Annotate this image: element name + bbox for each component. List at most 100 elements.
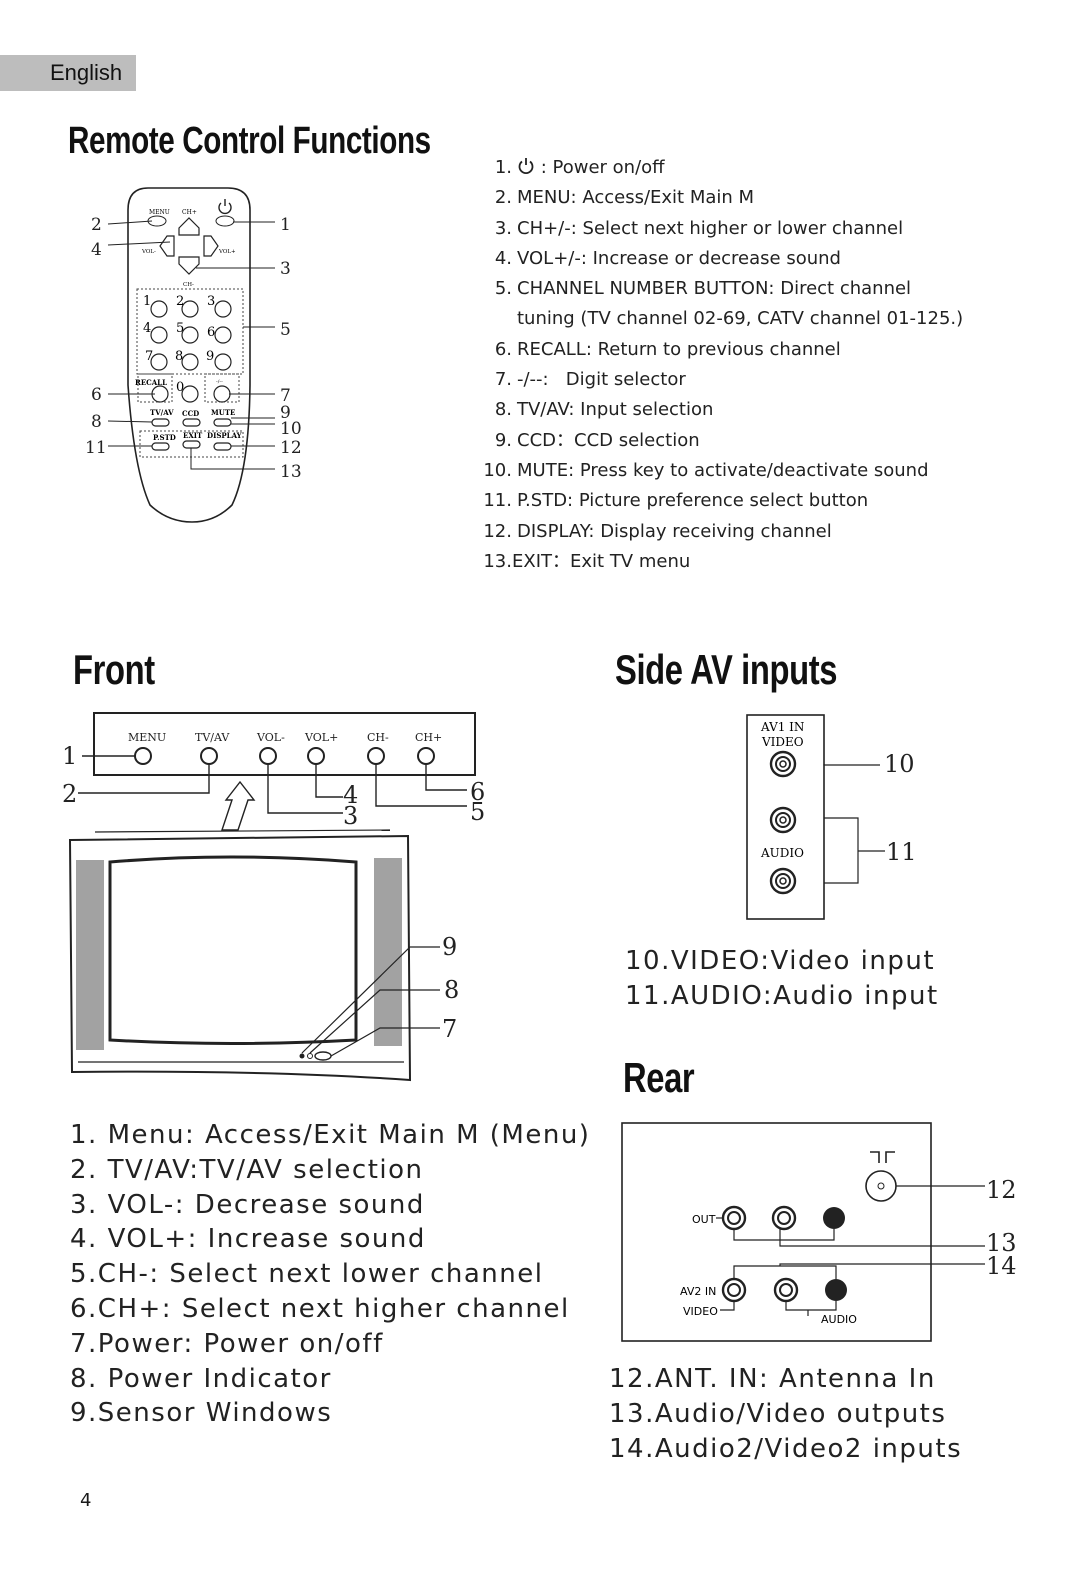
svg-text:14: 14 bbox=[986, 1252, 1017, 1280]
list-item: 6.CH+: Select next higher channel bbox=[70, 1293, 570, 1324]
power-button bbox=[215, 215, 235, 227]
ccd-label: CCD bbox=[182, 409, 199, 418]
svg-text:11: 11 bbox=[85, 438, 107, 458]
side-av-heading: Side AV inputs bbox=[615, 646, 838, 693]
d-pad bbox=[159, 217, 219, 275]
svg-text:9: 9 bbox=[206, 349, 214, 364]
tvav-button bbox=[200, 747, 218, 765]
recall-label: RECALL bbox=[135, 378, 167, 387]
svg-text:1: 1 bbox=[280, 215, 291, 235]
rear-panel bbox=[621, 1122, 932, 1342]
front-function-list: 1. Menu: Access/Exit Main M (Menu) 2. TV… bbox=[70, 1118, 590, 1431]
svg-text:8: 8 bbox=[91, 412, 102, 432]
svg-text:9: 9 bbox=[280, 403, 291, 423]
rear-diagram: OUT AV2 IN VIDEO AUDIO 12 13 14 bbox=[621, 1122, 1017, 1342]
tvav-button bbox=[151, 418, 170, 427]
rear-video-label: VIDEO bbox=[683, 1305, 718, 1318]
side-av-callouts: 10 11 bbox=[884, 750, 917, 866]
svg-text:3: 3 bbox=[207, 294, 215, 309]
mute-label: MUTE bbox=[211, 408, 235, 417]
ch-minus-label: CH- bbox=[183, 282, 194, 288]
svg-text:VOL-: VOL- bbox=[256, 731, 285, 744]
tvav-label: TV/AV bbox=[150, 408, 174, 417]
rear-callouts: 12 13 14 bbox=[986, 1176, 1017, 1280]
antenna-jack bbox=[865, 1170, 897, 1202]
language-tab: English bbox=[0, 55, 136, 91]
digit-area bbox=[136, 288, 244, 375]
out-audio-jack bbox=[771, 1205, 797, 1231]
svg-text:8: 8 bbox=[444, 976, 459, 1004]
list-item: 4. VOL+: Increase sound bbox=[70, 1224, 426, 1255]
vol-minus-label: VOL- bbox=[141, 249, 156, 255]
list-item: 6.RECALL: Return to previous channel bbox=[494, 338, 841, 360]
ch-plus-button bbox=[417, 747, 435, 765]
remote-function-list: 1. : Power on/off 2.MENU: Access/Exit Ma… bbox=[478, 153, 963, 577]
out-label: OUT bbox=[692, 1213, 716, 1226]
svg-text:CH+: CH+ bbox=[415, 731, 442, 744]
sensor-window bbox=[299, 1053, 305, 1059]
svg-text:CH-: CH- bbox=[367, 731, 389, 744]
page-number: 4 bbox=[80, 1490, 92, 1511]
list-item: 13.Audio/Video outputs bbox=[609, 1398, 947, 1429]
svg-text:7: 7 bbox=[442, 1015, 457, 1043]
list-item: 1. : Power on/off bbox=[494, 157, 665, 178]
svg-text:1: 1 bbox=[62, 742, 77, 770]
side-av-list: 10.VIDEO:Video input 11.AUDIO:Audio inpu… bbox=[625, 944, 939, 1014]
tv-screen bbox=[108, 855, 358, 1045]
svg-text:0: 0 bbox=[176, 380, 184, 395]
list-item: 12.DISPLAY: Display receiving channel bbox=[483, 520, 832, 542]
ch-minus-button bbox=[367, 747, 385, 765]
list-item: 7.-/--: Digit selector bbox=[494, 369, 686, 391]
svg-text:VOL+: VOL+ bbox=[304, 731, 338, 744]
mute-button bbox=[213, 418, 232, 427]
svg-text:13: 13 bbox=[986, 1229, 1017, 1257]
pstd-label: P.STD bbox=[153, 433, 176, 442]
up-arrow-icon bbox=[221, 780, 256, 831]
power-icon bbox=[218, 199, 232, 215]
remote-callouts: 2 4 6 8 11 1 3 5 7 9 10 12 13 bbox=[85, 215, 302, 482]
svg-text:6: 6 bbox=[207, 325, 215, 340]
svg-text:5: 5 bbox=[280, 320, 291, 340]
svg-text:4: 4 bbox=[91, 240, 102, 260]
svg-text:6: 6 bbox=[470, 778, 485, 806]
av2-audio-jack-dark bbox=[825, 1279, 847, 1301]
svg-text:10: 10 bbox=[884, 750, 915, 778]
list-item: 11.P.STD: Picture preference select butt… bbox=[483, 490, 869, 512]
svg-text:11: 11 bbox=[886, 838, 917, 866]
vol-plus-button bbox=[307, 747, 325, 765]
remote-heading: Remote Control Functions bbox=[68, 120, 431, 162]
ch-plus-label: CH+ bbox=[182, 209, 197, 216]
list-item-continuation: tuning (TV channel 02-69, CATV channel 0… bbox=[517, 308, 964, 330]
front-heading: Front bbox=[73, 646, 155, 693]
svg-text:5: 5 bbox=[470, 798, 485, 826]
svg-text:TV/AV: TV/AV bbox=[195, 731, 230, 744]
list-item: 8. Power Indicator bbox=[70, 1363, 332, 1394]
svg-text:7: 7 bbox=[145, 349, 153, 364]
audio-jack-top bbox=[769, 806, 797, 834]
rear-audio-label: AUDIO bbox=[821, 1313, 857, 1326]
rear-heading: Rear bbox=[623, 1054, 695, 1101]
panel-labels: MENU TV/AV VOL- VOL+ CH- CH+ bbox=[128, 731, 442, 744]
svg-text:8: 8 bbox=[175, 349, 183, 364]
list-item: 5.CHANNEL NUMBER BUTTON: Direct channel bbox=[494, 278, 912, 300]
audio-label: AUDIO bbox=[760, 846, 804, 860]
svg-text:10: 10 bbox=[280, 419, 302, 439]
list-item: 4.VOL+/-: Increase or decrease sound bbox=[494, 247, 841, 269]
svg-text:2: 2 bbox=[91, 215, 102, 235]
remote-diagram: MENU CH+ VOL- VOL+ CH- 1 2 3 4 5 6 7 8 9… bbox=[85, 187, 302, 523]
svg-text:3: 3 bbox=[343, 802, 358, 830]
video-label: VIDEO bbox=[761, 735, 804, 749]
menu-button bbox=[134, 747, 152, 765]
svg-text:6: 6 bbox=[91, 385, 102, 405]
list-item: 11.AUDIO:Audio input bbox=[625, 980, 939, 1011]
list-item: 2. TV/AV:TV/AV selection bbox=[70, 1154, 424, 1185]
display-label: DISPLAY bbox=[207, 431, 243, 440]
control-panel bbox=[93, 712, 476, 776]
list-item: 9.CCD：CCD selection bbox=[494, 429, 700, 451]
svg-text:4: 4 bbox=[143, 321, 151, 336]
side-av-panel bbox=[746, 714, 825, 920]
svg-text:2: 2 bbox=[62, 780, 77, 808]
svg-text:12: 12 bbox=[986, 1176, 1017, 1204]
svg-text:4: 4 bbox=[343, 781, 358, 809]
front-callouts: 1 2 4 3 6 5 9 8 7 bbox=[62, 742, 485, 1043]
